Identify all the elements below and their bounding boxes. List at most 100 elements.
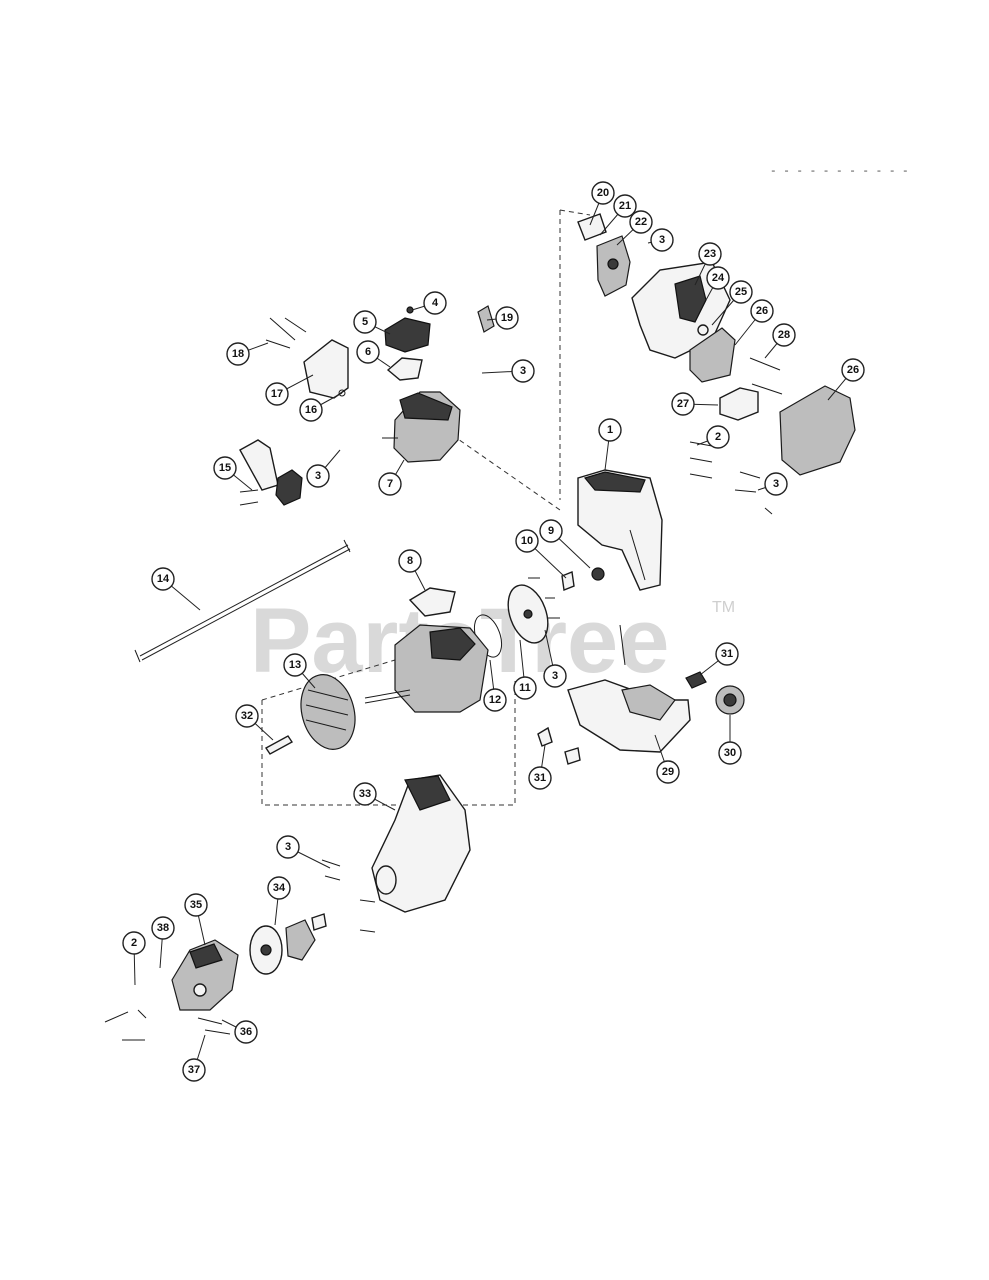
spark-plug	[477, 305, 495, 333]
callout-circle	[122, 931, 146, 955]
callout-c26b[interactable]: 26	[841, 358, 865, 382]
callout-c36[interactable]: 36	[234, 1020, 258, 1044]
callout-circle	[629, 210, 653, 234]
callout-number: 31	[721, 648, 733, 660]
fuel-fittings	[561, 567, 605, 591]
callout-circle	[226, 342, 250, 366]
callout-number: 3	[659, 234, 665, 246]
callout-c16[interactable]: 16	[299, 398, 323, 422]
callout-number: 24	[712, 272, 725, 284]
callout-circle	[729, 280, 753, 304]
callout-c12[interactable]: 12	[483, 688, 507, 712]
callout-circle	[613, 194, 637, 218]
callout-number: 32	[241, 710, 253, 722]
callout-number: 2	[131, 937, 137, 949]
callout-number: 13	[289, 659, 301, 671]
gear-head-housing	[171, 939, 239, 1011]
callout-c3f[interactable]: 3	[276, 835, 300, 859]
callout-number: 22	[635, 216, 647, 228]
callout-circle	[698, 242, 722, 266]
callout-c20[interactable]: 20	[591, 181, 615, 205]
callout-c21[interactable]: 21	[613, 194, 637, 218]
header-code: - - - - - - - - - - -	[770, 166, 909, 178]
callout-c14[interactable]: 14	[151, 567, 175, 591]
callout-c3d[interactable]: 3	[764, 472, 788, 496]
callout-c1[interactable]: 1	[598, 418, 622, 442]
callout-c34[interactable]: 34	[267, 876, 291, 900]
callout-c2a[interactable]: 2	[706, 425, 730, 449]
callout-circle	[182, 1058, 206, 1082]
callout-c28[interactable]: 28	[772, 323, 796, 347]
callout-c15[interactable]: 15	[213, 456, 237, 480]
callout-c31b[interactable]: 31	[528, 766, 552, 790]
callout-circle	[423, 291, 447, 315]
callout-c29[interactable]: 29	[656, 760, 680, 784]
callout-c35[interactable]: 35	[184, 893, 208, 917]
callout-c10[interactable]: 10	[515, 529, 539, 553]
callout-number: 16	[305, 404, 317, 416]
screws-2-lower	[104, 1009, 147, 1041]
callout-number: 36	[240, 1026, 252, 1038]
fan-housing	[371, 774, 471, 913]
callout-circle	[213, 456, 237, 480]
diaphragm-plate	[507, 584, 549, 644]
callout-number: 18	[232, 348, 244, 360]
callout-c23[interactable]: 23	[698, 242, 722, 266]
callout-c3b[interactable]: 3	[511, 359, 535, 383]
callout-c22[interactable]: 22	[629, 210, 653, 234]
callout-number: 2	[715, 431, 721, 443]
callout-circle	[265, 382, 289, 406]
callout-c17[interactable]: 17	[265, 382, 289, 406]
callout-c9[interactable]: 9	[539, 519, 563, 543]
callout-circle	[306, 464, 330, 488]
callout-c24[interactable]: 24	[706, 266, 730, 290]
callout-c27[interactable]: 27	[671, 392, 695, 416]
callout-circle	[841, 358, 865, 382]
callout-c8[interactable]: 8	[398, 549, 422, 573]
callout-circle	[378, 472, 402, 496]
callout-number: 14	[157, 573, 170, 585]
callout-c5[interactable]: 5	[353, 310, 377, 334]
callout-c3c[interactable]: 3	[306, 464, 330, 488]
watermark-trademark: TM	[712, 599, 735, 616]
callout-c25[interactable]: 25	[729, 280, 753, 304]
callout-number: 9	[548, 525, 554, 537]
callout-c7[interactable]: 7	[378, 472, 402, 496]
callout-c13[interactable]: 13	[283, 653, 307, 677]
callout-circle	[353, 782, 377, 806]
callout-number: 3	[520, 365, 526, 377]
callout-c33[interactable]: 33	[353, 782, 377, 806]
callout-circle	[151, 567, 175, 591]
callout-c11[interactable]: 11	[513, 676, 537, 700]
callout-circle	[764, 472, 788, 496]
callout-c3a[interactable]: 3	[650, 228, 674, 252]
callout-number: 25	[735, 286, 747, 298]
lower-housing	[567, 624, 691, 753]
callout-number: 3	[773, 478, 779, 490]
callout-c6[interactable]: 6	[356, 340, 380, 364]
callout-c4[interactable]: 4	[423, 291, 447, 315]
callout-number: 17	[271, 388, 283, 400]
callout-c37[interactable]: 37	[182, 1058, 206, 1082]
callout-c19[interactable]: 19	[495, 306, 519, 330]
callout-circle	[495, 306, 519, 330]
long-screws	[265, 317, 307, 349]
callout-c3e[interactable]: 3	[543, 664, 567, 688]
callout-number: 27	[677, 398, 689, 410]
screws-36-37	[197, 1017, 231, 1035]
callout-c18[interactable]: 18	[226, 342, 250, 366]
callout-c26a[interactable]: 26	[750, 299, 774, 323]
callout-number: 26	[847, 364, 859, 376]
callout-c2b[interactable]: 2	[122, 931, 146, 955]
callout-c31a[interactable]: 31	[715, 642, 739, 666]
callout-circle	[283, 653, 307, 677]
intake-gasket	[408, 587, 456, 617]
callout-c30[interactable]: 30	[718, 741, 742, 765]
callout-number: 26	[756, 305, 768, 317]
callout-c38[interactable]: 38	[151, 916, 175, 940]
callout-c32[interactable]: 32	[235, 704, 259, 728]
callout-circle	[151, 916, 175, 940]
callout-number: 33	[359, 788, 371, 800]
